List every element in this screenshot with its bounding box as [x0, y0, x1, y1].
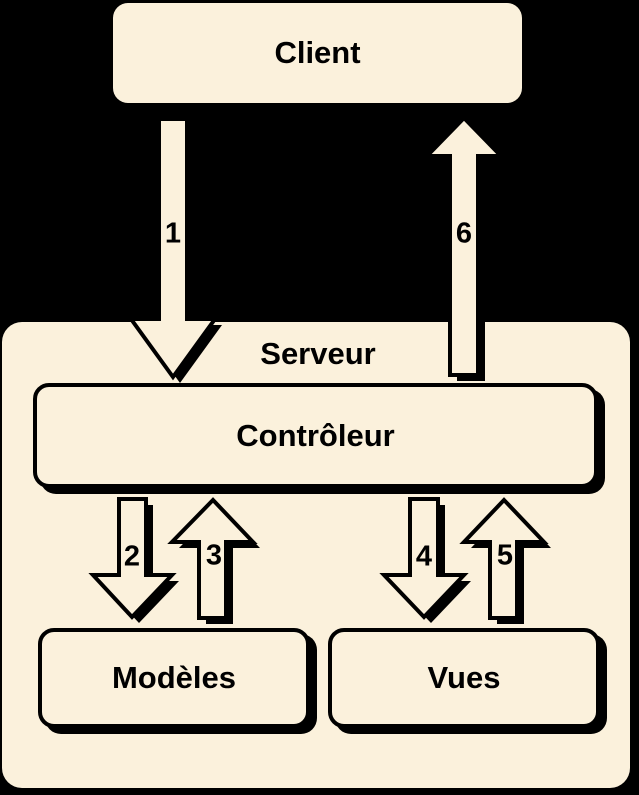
client-label: Client	[274, 35, 361, 70]
arrow-2-label: 2	[123, 540, 141, 573]
arrow-3-label: 3	[205, 539, 223, 572]
views-node: Vues	[328, 628, 600, 728]
controller-label: Contrôleur	[236, 417, 395, 453]
controller-node: Contrôleur	[33, 383, 598, 488]
arrow-5-label: 5	[496, 539, 514, 572]
client-node: Client	[113, 3, 522, 103]
models-node: Modèles	[38, 628, 310, 728]
server-label: Serveur	[260, 336, 376, 371]
arrow-1-label: 1	[164, 217, 182, 250]
arrow-6-label: 6	[455, 217, 473, 250]
views-label: Vues	[427, 660, 501, 695]
arrow-4-label: 4	[415, 540, 433, 573]
models-label: Modèles	[111, 660, 237, 695]
